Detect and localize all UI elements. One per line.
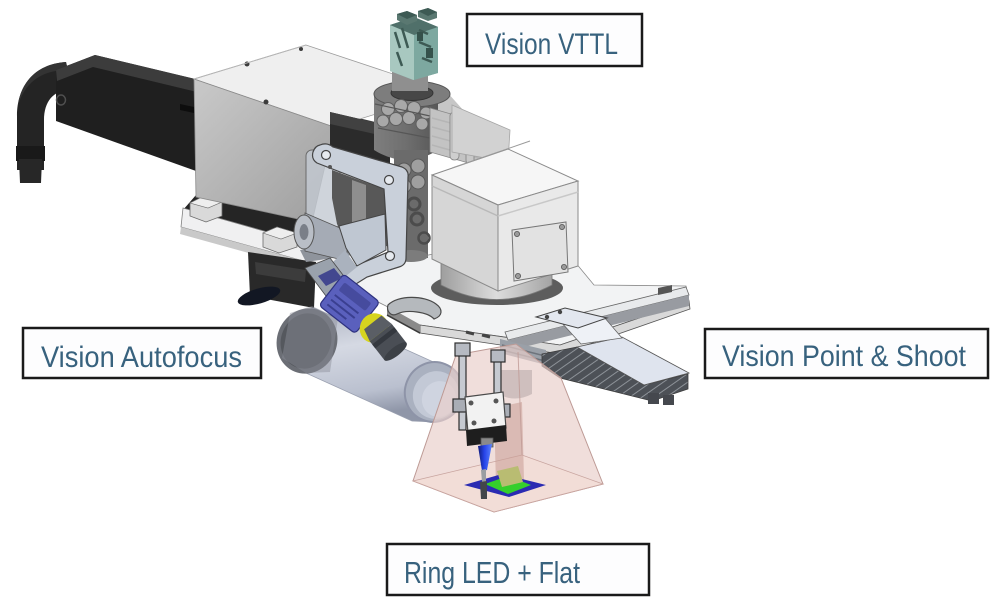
- svg-text:Ring LED + Flat: Ring LED + Flat: [404, 555, 580, 590]
- svg-text:Vision VTTL: Vision VTTL: [485, 28, 618, 61]
- svg-text:Vision Point & Shoot: Vision Point & Shoot: [722, 340, 967, 373]
- svg-text:Vision Autofocus: Vision Autofocus: [41, 341, 242, 374]
